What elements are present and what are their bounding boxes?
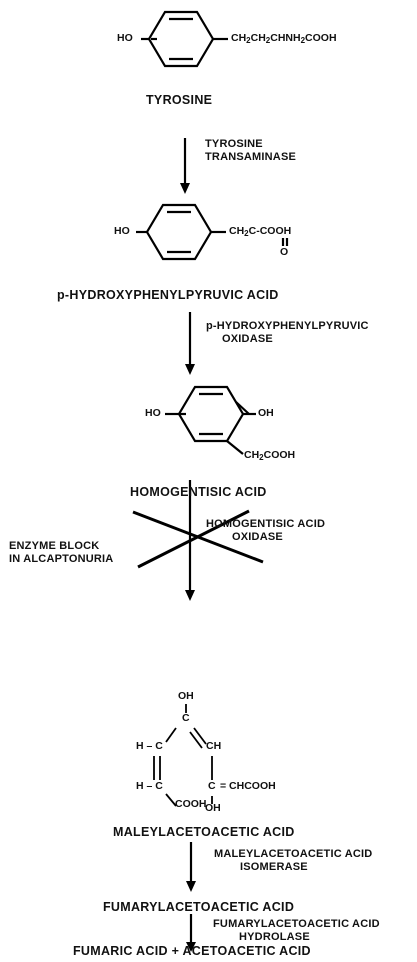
compound-name-tyrosine: TYROSINE (146, 93, 213, 107)
arrow-2-head (185, 364, 195, 375)
hpp-ring (136, 203, 289, 261)
compound-name-maleylacetoacetic: MALEYLACETOACETIC ACID (113, 825, 295, 839)
arrow-3-head (185, 590, 195, 601)
maleylacetoacetic-bonds (153, 704, 213, 807)
arrow-4-head (186, 881, 196, 892)
maa-c-top: C (182, 712, 190, 724)
maa-side-chain: = CHCOOH (220, 780, 276, 792)
hga-side-chain: CH2COOH (244, 449, 296, 462)
compound-name-products: FUMARIC ACID + ACETOACETIC ACID (73, 944, 311, 958)
hpp-side-chain: CH2C-COOH (229, 225, 292, 238)
maa-h-c-upper: H – C (136, 740, 163, 752)
homogentisic-ring (165, 385, 256, 455)
compound-name-hpp: p-HYDROXYPHENYLPYRUVIC ACID (57, 288, 279, 302)
maa-h-c-lower: H – C (136, 780, 163, 792)
enzyme-block-cross (132, 509, 264, 569)
maa-c-right: C (208, 780, 216, 792)
hga-ho-label: HO (145, 407, 161, 419)
maa-oh-bottom: OH (205, 802, 221, 814)
arrow-5-head (186, 942, 196, 952)
tyrosine-ring (141, 10, 228, 68)
hga-oh-label: OH (258, 407, 274, 419)
compound-name-fumarylacetoacetic: FUMARYLACETOACETIC ACID (103, 900, 295, 914)
compound-name-homogentisic: HOMOGENTISIC ACID (130, 485, 267, 499)
tyrosine-ho-label: HO (117, 32, 133, 44)
hpp-oxo-label: O (280, 246, 289, 258)
maa-ch-right: CH (206, 740, 222, 752)
maa-cooh: COOH (175, 798, 207, 810)
arrow-1-head (180, 183, 190, 194)
hpp-ho-label: HO (114, 225, 130, 237)
maa-oh-top: OH (178, 690, 194, 702)
tyrosine-side-chain: CH2CH2CHNH2COOH (231, 32, 337, 45)
